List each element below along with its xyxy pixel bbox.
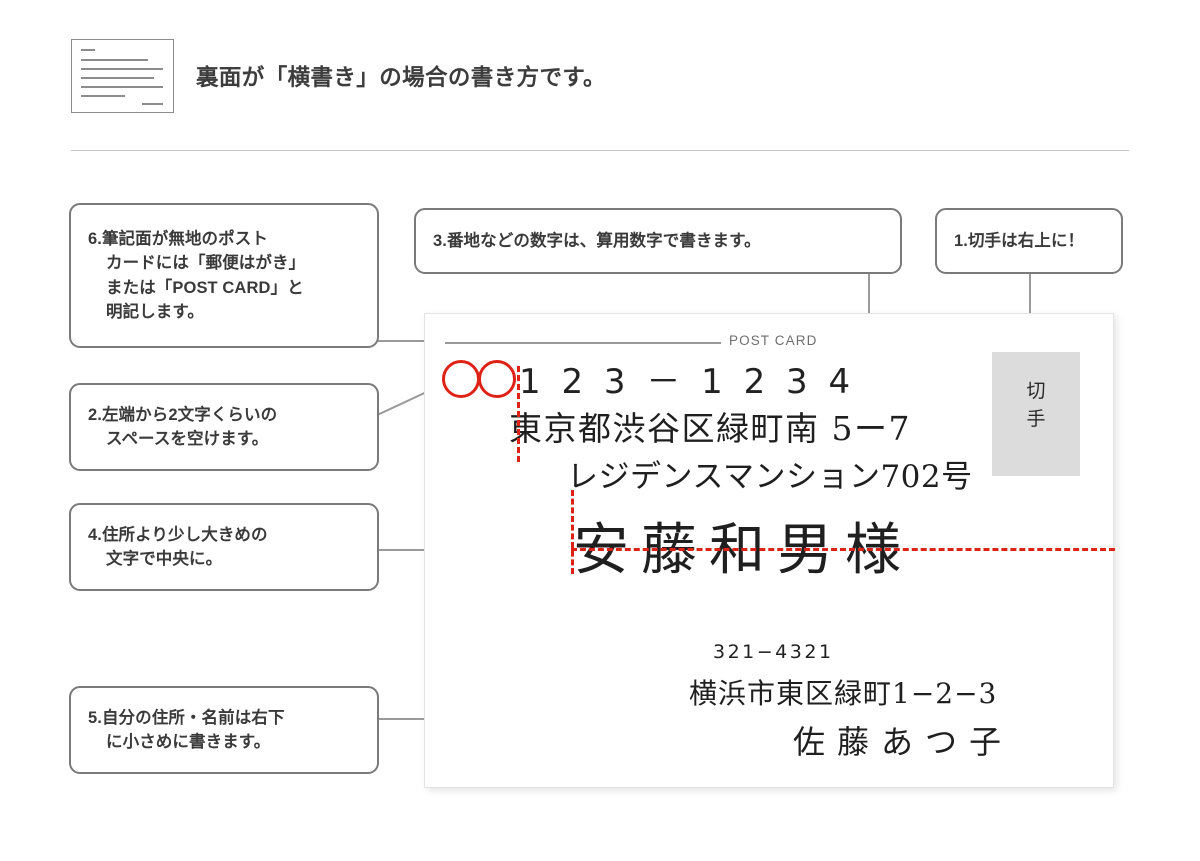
left-margin-guide-lower <box>571 490 574 574</box>
stamp-label-char-2: 手 <box>1026 407 1046 430</box>
margin-circle-2 <box>478 360 516 398</box>
name-center-guide <box>571 548 1115 551</box>
post-card-rule <box>445 342 721 344</box>
stamp-label: 切 手 <box>992 378 1080 433</box>
callout-5[interactable]: 5.自分の住所・名前は右下 に小さめに書きます。 <box>69 686 379 774</box>
horizontal-lines-document-icon <box>71 39 174 113</box>
recipient-address-line-2: レジデンスマンション702号 <box>567 459 973 495</box>
callout-1[interactable]: 1.切手は右上に！ <box>935 208 1123 274</box>
postcard: POST CARD 1 2 3 － 1 2 3 4 東京都渋谷区緑町南 5ー7 … <box>424 313 1115 788</box>
stamp-label-char-1: 切 <box>1026 380 1046 402</box>
callout-3[interactable]: 3.番地などの数字は、算用数字で書きます。 <box>414 208 902 274</box>
callout-6-text: 6.筆記面が無地のポスト カードには「郵便はがき」 または「POST CARD」… <box>88 230 306 321</box>
callout-4[interactable]: 4.住所より少し大きめの 文字で中央に。 <box>69 503 379 591</box>
callout-3-text: 3.番地などの数字は、算用数字で書きます。 <box>433 231 761 250</box>
sender-address: 横浜市東区緑町1−2−3 <box>689 677 998 710</box>
recipient-name: 安藤和男様 <box>573 518 913 583</box>
recipient-zip: 1 2 3 － 1 2 3 4 <box>519 362 856 402</box>
stamp-perforation-icon <box>992 352 1080 476</box>
recipient-address-line-1: 東京都渋谷区緑町南 5ー7 <box>509 409 911 448</box>
callout-2[interactable]: 2.左端から2文字くらいの スペースを空けます。 <box>69 383 379 471</box>
header-divider <box>71 150 1129 151</box>
callout-5-text: 5.自分の住所・名前は右下 に小さめに書きます。 <box>88 708 285 751</box>
callout-6[interactable]: 6.筆記面が無地のポスト カードには「郵便はがき」 または「POST CARD」… <box>69 203 379 348</box>
post-card-label: POST CARD <box>729 333 818 348</box>
callout-2-text: 2.左端から2文字くらいの スペースを空けます。 <box>88 405 278 448</box>
callout-1-text: 1.切手は右上に！ <box>954 231 1085 250</box>
callout-4-text: 4.住所より少し大きめの 文字で中央に。 <box>88 525 268 568</box>
sender-zip: 321−4321 <box>713 641 834 663</box>
sender-name: 佐藤あつ子 <box>793 723 1014 761</box>
left-margin-guide-upper <box>517 366 520 462</box>
page-title: 裏面が「横書き」の場合の書き方です。 <box>196 65 606 90</box>
stamp-placeholder: 切 手 <box>992 352 1080 476</box>
margin-circle-1 <box>442 360 480 398</box>
connector-callout-6 <box>375 340 435 342</box>
